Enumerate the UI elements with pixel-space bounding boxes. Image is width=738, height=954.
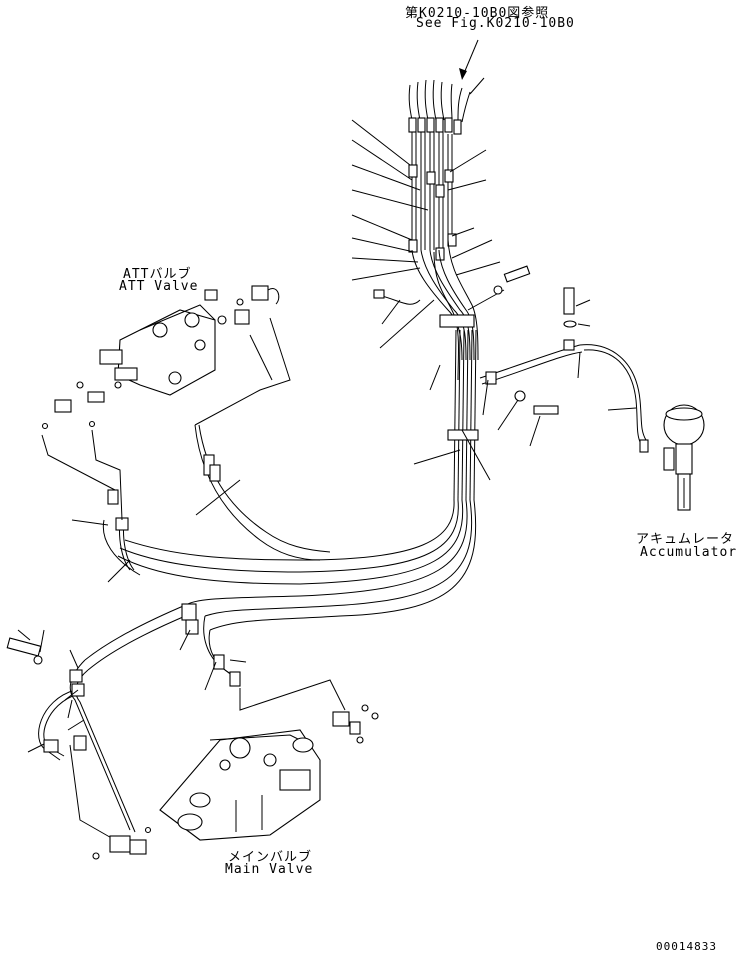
att-valve-en: ATT Valve	[119, 279, 199, 294]
reference-jp: 第K0210-10B0図参照	[405, 6, 550, 21]
top-hose-bundle	[408, 79, 471, 261]
main-valve	[159, 729, 321, 841]
att-valve	[41, 285, 280, 430]
top-leader-lines	[351, 77, 505, 311]
accumulator-jp: アキュムレータ	[636, 532, 735, 547]
reference-en: See Fig.K0210-10B0	[416, 16, 575, 31]
att-valve-jp: ATTバルブ	[123, 267, 192, 282]
reference-arrow	[459, 39, 479, 80]
main-valve-jp: メインバルブ	[228, 850, 313, 865]
drawing-number: 00014833	[656, 940, 717, 953]
accumulator-en: Accumulator	[640, 545, 738, 560]
accumulator-line	[373, 265, 649, 481]
main-hose-bundle	[117, 239, 479, 631]
accumulator	[663, 404, 705, 511]
main-valve-en: Main Valve	[225, 862, 314, 877]
main-valve-hoses	[6, 479, 379, 860]
att-valve-hoses	[41, 317, 331, 576]
